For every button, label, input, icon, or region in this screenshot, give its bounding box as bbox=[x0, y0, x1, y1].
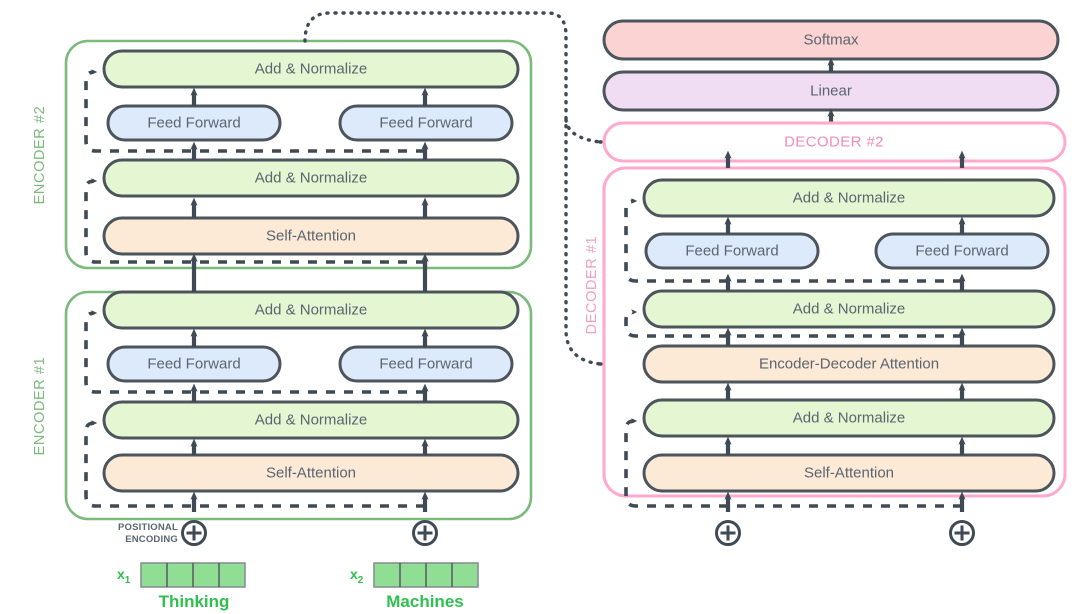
encoder-to-decoder-link bbox=[303, 11, 602, 366]
encoder-1-residual-upper bbox=[84, 310, 425, 394]
decoder-1-residual-top bbox=[624, 198, 962, 283]
positional-encoding-plus-encoder-2 bbox=[412, 520, 438, 546]
encoder-2-feed-forward-right[interactable] bbox=[338, 104, 514, 142]
decoder-1-add-norm-middle[interactable] bbox=[642, 289, 1056, 329]
softmax-box[interactable] bbox=[602, 19, 1060, 61]
vector-label-x1-base: x bbox=[117, 566, 125, 582]
positional-encoding-plus-encoder-1 bbox=[181, 520, 207, 546]
embedding-vector-x2 bbox=[373, 562, 479, 588]
encoder-2-residual-upper bbox=[84, 69, 425, 153]
vector-label-x2-base: x bbox=[350, 566, 358, 582]
encoder-2-residual-lower bbox=[84, 178, 425, 264]
encoder-2-label: ENCODER #2 bbox=[32, 105, 48, 205]
vector-label-x2: x2 bbox=[350, 566, 363, 586]
encoder-2-feed-forward-left[interactable] bbox=[106, 104, 282, 142]
decoder-1-residual-bottom bbox=[624, 418, 962, 508]
encoder-2-add-norm-top[interactable] bbox=[102, 49, 520, 89]
embedding-vector-x1 bbox=[140, 562, 246, 588]
encoder-1-add-norm-bottom[interactable] bbox=[102, 400, 520, 440]
decoder-1-add-norm-bottom[interactable] bbox=[642, 398, 1056, 438]
encoder-1-add-norm-top[interactable] bbox=[102, 290, 520, 330]
decoder-1-residual-middle bbox=[624, 309, 962, 338]
decoder-1-self-attention[interactable] bbox=[642, 453, 1056, 493]
positional-encoding-plus-decoder-2 bbox=[949, 520, 975, 546]
encoder-2-add-norm-bottom[interactable] bbox=[102, 158, 520, 198]
encoder-2-container bbox=[64, 39, 533, 270]
encoder-1-residual-lower bbox=[84, 420, 425, 508]
vector-label-x1: x1 bbox=[117, 566, 130, 586]
encoder-1-self-attention[interactable] bbox=[102, 453, 520, 493]
decoder-2-container[interactable] bbox=[602, 121, 1067, 163]
decoder-1-encoder-decoder-attention[interactable] bbox=[642, 344, 1056, 384]
linear-box[interactable] bbox=[602, 70, 1060, 112]
encoder-2-self-attention[interactable] bbox=[102, 216, 520, 256]
vector-label-x2-index: 2 bbox=[357, 574, 364, 586]
vector-label-x1-index: 1 bbox=[124, 574, 131, 586]
encoder-1-feed-forward-right[interactable] bbox=[338, 345, 514, 383]
decoder-1-feed-forward-left[interactable] bbox=[644, 232, 820, 270]
decoder-1-feed-forward-right[interactable] bbox=[874, 232, 1050, 270]
decoder-1-add-norm-top[interactable] bbox=[642, 178, 1056, 218]
encoder-1-label: ENCODER #1 bbox=[32, 356, 48, 456]
input-word-thinking: Thinking bbox=[158, 592, 230, 611]
input-word-machines: Machines bbox=[386, 592, 464, 611]
positional-encoding-label: POSITIONAL ENCODING bbox=[117, 522, 178, 545]
encoder-1-feed-forward-left[interactable] bbox=[106, 345, 282, 383]
decoder-1-label: DECODER #1 bbox=[584, 235, 600, 335]
positional-encoding-plus-decoder-1 bbox=[715, 520, 741, 546]
